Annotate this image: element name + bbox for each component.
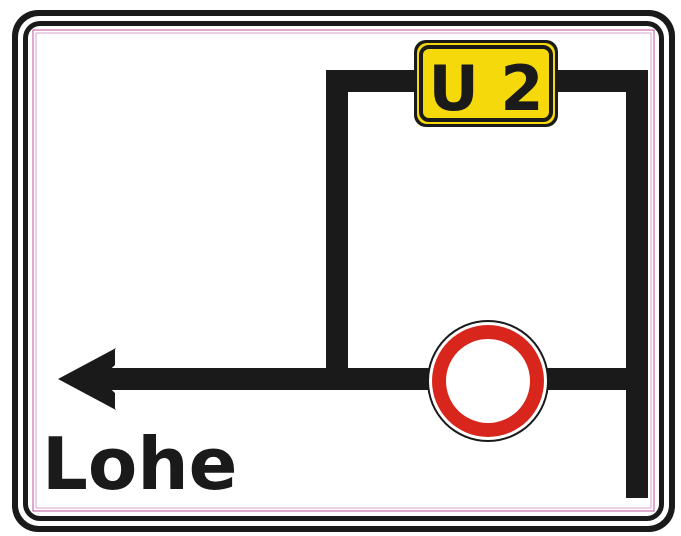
main-road-vertical [626, 70, 648, 498]
detour-line-left [326, 70, 348, 390]
sign-trim-line-inner [35, 32, 652, 509]
sign-trim-line [32, 29, 655, 512]
detour-route-plate: U 2 [414, 40, 558, 127]
arrow-left-icon-head [58, 348, 116, 410]
destination-label: Lohe [42, 422, 237, 506]
detour-route-label: U 2 [428, 52, 543, 125]
main-road-horizontal [100, 368, 648, 390]
no-vehicles-sign-icon [427, 320, 549, 442]
